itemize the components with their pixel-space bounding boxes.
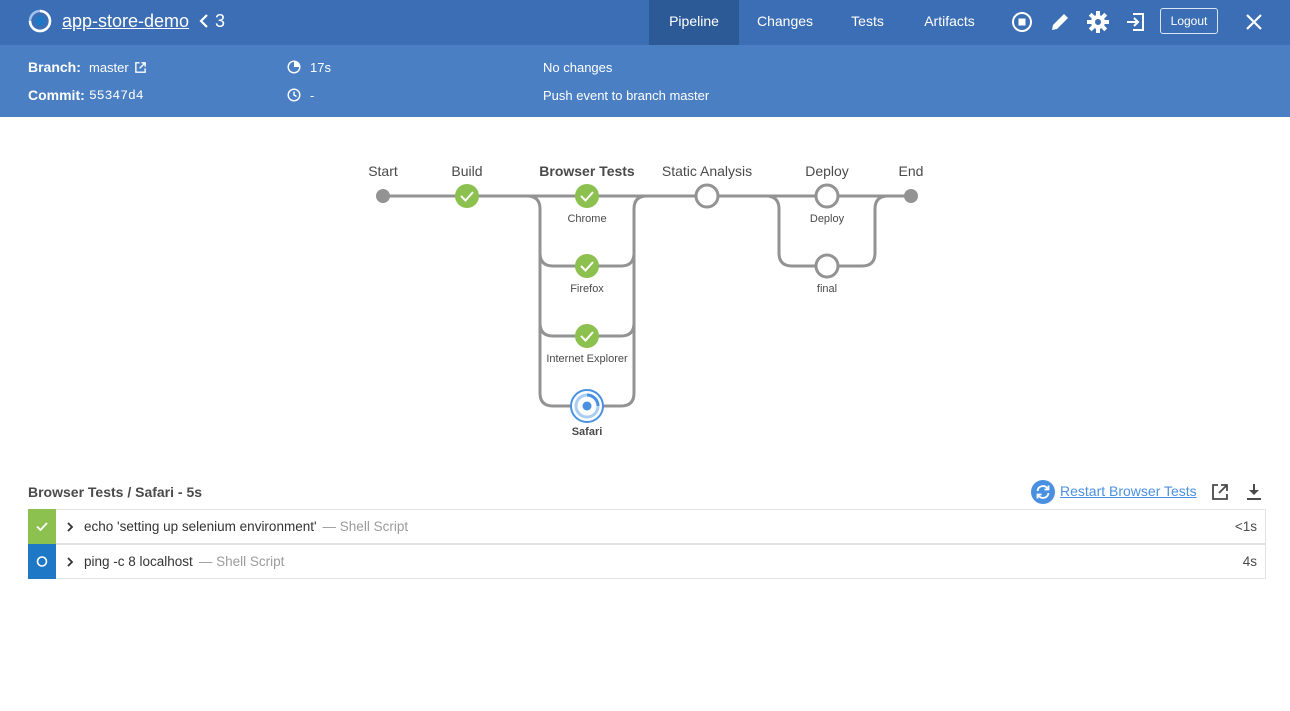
restart-stage-link[interactable]: Restart Browser Tests <box>1060 483 1197 499</box>
start-node <box>376 189 390 203</box>
commit-label: Commit: <box>28 87 85 103</box>
internet-explorer-node[interactable] <box>575 324 599 348</box>
run-in-progress-icon <box>28 9 52 33</box>
step-command-text: ping -c 8 localhost <box>84 554 193 569</box>
step-status-running <box>28 544 56 579</box>
branch-label-internet-explorer: Internet Explorer <box>546 353 628 365</box>
tab-artifacts[interactable]: Artifacts <box>924 13 975 29</box>
branch-label-safari: Safari <box>572 426 603 438</box>
run-number: 3 <box>215 11 226 31</box>
chevron-right-icon[interactable] <box>65 521 75 533</box>
restart-icon[interactable] <box>1031 480 1055 504</box>
stage-label-static-analysis: Static Analysis <box>662 163 752 179</box>
pipeline-graph: Start Build Browser Tests Static Analysi… <box>368 163 924 438</box>
step-command: echo 'setting up selenium environment' — … <box>84 519 408 534</box>
duration-icon <box>287 60 301 74</box>
app-name-link[interactable]: app-store-demo <box>62 11 190 31</box>
tab-changes[interactable]: Changes <box>756 13 814 29</box>
stop-icon[interactable] <box>1010 10 1034 34</box>
deploy-node[interactable] <box>814 183 840 209</box>
stage-label-deploy: Deploy <box>805 163 849 179</box>
step-duration: <1s <box>1234 519 1257 534</box>
top-header: app-store-demo 3 Pipeline Changes Tests … <box>0 0 1290 45</box>
step-status-success <box>28 509 56 544</box>
safari-node[interactable] <box>570 389 604 423</box>
step-duration: 4s <box>1242 554 1257 569</box>
stage-label-end: End <box>899 163 924 179</box>
step-type: — Shell Script <box>322 519 409 534</box>
step-type: — Shell Script <box>198 554 285 569</box>
check-icon <box>36 522 48 532</box>
static-analysis-node[interactable] <box>694 183 720 209</box>
branch-label-chrome: Chrome <box>567 213 606 225</box>
step-row[interactable]: ping -c 8 localhost — Shell Script 4s <box>28 544 1266 579</box>
external-link-icon[interactable] <box>134 61 147 74</box>
firefox-node[interactable] <box>575 254 599 278</box>
step-command-text: echo 'setting up selenium environment' <box>84 519 317 534</box>
edit-icon[interactable] <box>1048 10 1072 34</box>
running-icon <box>36 556 48 567</box>
build-node[interactable] <box>455 184 479 208</box>
close-icon[interactable] <box>1242 10 1266 34</box>
branch-label-deploy: Deploy <box>810 213 845 225</box>
changes-value: No changes <box>543 60 613 75</box>
cause-value: Push event to branch master <box>543 88 710 103</box>
tab-tests[interactable]: Tests <box>851 13 884 29</box>
sign-in-icon[interactable] <box>1124 10 1148 34</box>
final-node[interactable] <box>814 253 840 279</box>
tab-pipeline[interactable]: Pipeline <box>649 0 739 45</box>
step-row[interactable]: echo 'setting up selenium environment' — … <box>28 509 1266 544</box>
stage-label-start: Start <box>368 163 398 179</box>
chevron-left-icon[interactable] <box>197 12 211 30</box>
settings-icon[interactable] <box>1086 10 1110 34</box>
download-icon[interactable] <box>1244 482 1264 502</box>
run-info-bar: Branch: master Commit: 55347d4 17s - No … <box>0 45 1290 117</box>
pipeline-connectors <box>383 194 911 408</box>
logout-button[interactable]: Logout <box>1160 8 1218 34</box>
steps-panel-title: Browser Tests / Safari - 5s <box>28 484 203 500</box>
stage-label-browser-tests: Browser Tests <box>539 163 635 179</box>
clock-icon <box>287 88 301 102</box>
branch-value[interactable]: master <box>89 60 129 75</box>
end-node <box>904 189 918 203</box>
commit-value: 55347d4 <box>89 88 144 103</box>
duration-value: 17s <box>310 60 331 75</box>
branch-label: Branch: <box>28 59 81 75</box>
branch-label-final: final <box>817 283 837 295</box>
chevron-right-icon[interactable] <box>65 556 75 568</box>
open-in-new-icon[interactable] <box>1210 482 1230 502</box>
time-value: - <box>310 88 315 103</box>
branch-label-firefox: Firefox <box>570 283 604 295</box>
stage-label-build: Build <box>451 163 482 179</box>
step-command: ping -c 8 localhost — Shell Script <box>84 554 284 569</box>
chrome-node[interactable] <box>575 184 599 208</box>
